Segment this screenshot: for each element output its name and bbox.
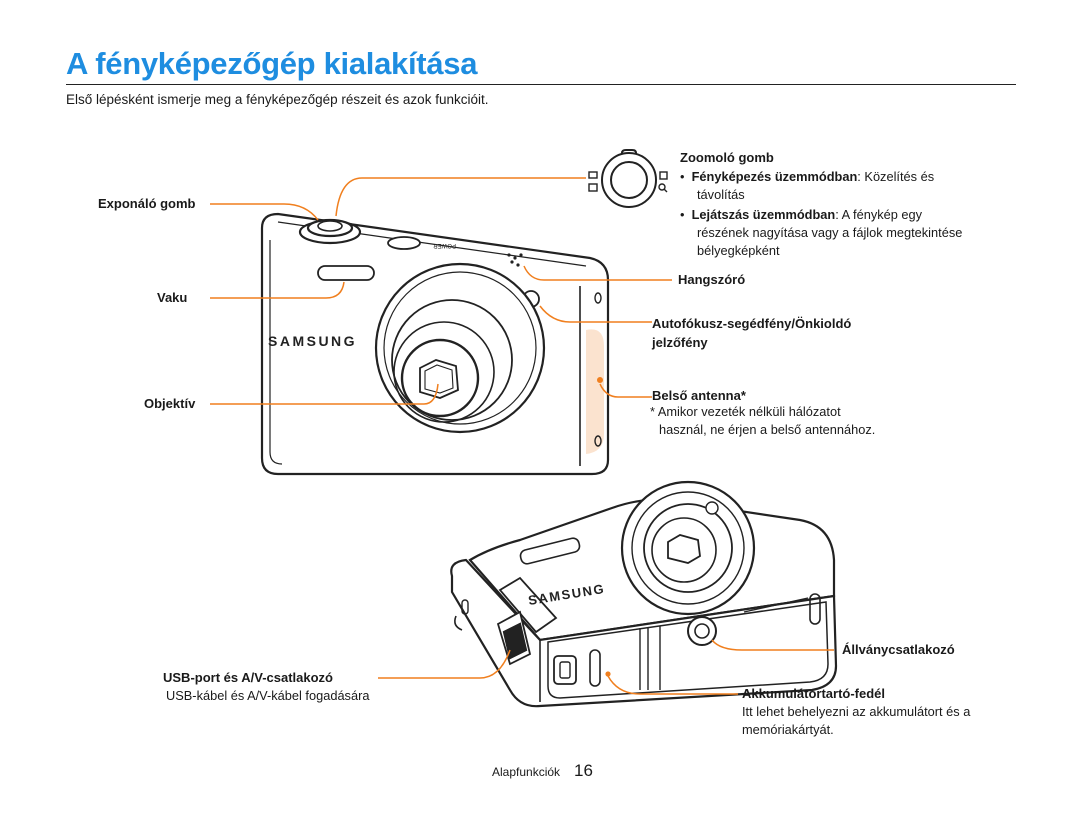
battery-desc-line1: Itt lehet behelyezni az akkumulátort és … [742,704,971,719]
antenna-area [586,329,604,454]
tripod-label: Állványcsatlakozó [842,642,955,657]
page-title: A fényképezőgép kialakítása [66,46,478,81]
af-lamp-label-line1: Autofókusz-segédfény/Önkioldó [652,316,852,331]
zoom-bullet-photo-text: : Közelítés és [857,169,935,184]
zoom-bullet-photo: • Fényképezés üzemmódban: Közelítés és [680,168,980,186]
zoom-bullet-play: • Lejátszás üzemmódban: A fénykép egy [680,206,980,224]
front-camera-illustration [260,212,610,476]
speaker-leader [523,265,672,281]
intro-text: Első lépésként ismerje meg a fényképezőg… [66,92,489,107]
zoom-bullet-play-cont1: részének nagyítása vagy a fájlok megteki… [697,225,963,240]
tripod-leader [711,639,834,651]
speaker-label: Hangszóró [678,272,746,287]
battery-label: Akkumulátortartó-fedél [742,686,886,701]
battery-leader [607,675,738,695]
antenna-note-line2: használ, ne érjen a belső antennához. [659,422,876,437]
front-brand-text: SAMSUNG [268,333,357,349]
zoom-bullet-play-text: : A fénykép egy [835,207,923,222]
usb-label: USB-port és A/V-csatlakozó [163,670,334,685]
antenna-note-line1: * Amikor vezeték nélküli hálózatot [650,404,841,419]
power-label-text: POWER [433,242,456,248]
antenna-label: Belső antenna* [652,388,746,403]
flash-leader [210,281,345,299]
antenna-leader [599,383,652,398]
usb-leader [378,649,511,679]
flash-label: Vaku [157,290,188,305]
leader-lines [210,177,834,695]
zoom-bullet-play-cont2: bélyegképként [697,243,780,258]
title-divider [66,84,1016,86]
shutter-leader [210,203,319,221]
zoom-lever-detail [588,149,668,208]
footer-page-number: 16 [574,761,593,780]
footer-section-label: Alapfunkciók [492,765,561,779]
leader-dots [597,377,611,677]
bullet-mark: • [680,207,692,222]
shutter-label: Exponáló gomb [98,196,196,211]
zoom-callout: Zoomoló gomb • Fényképezés üzemmódban: K… [680,150,980,260]
usb-desc: USB-kábel és A/V-kábel fogadására [166,688,370,703]
bullet-mark: • [680,169,692,184]
zoom-bullet-play-mode: Lejátszás üzemmódban [691,207,836,222]
zoom-label: Zoomoló gomb [680,150,774,165]
lens-leader [210,383,439,405]
af-lamp-label-line2: jelzőfény [652,335,708,350]
zoom-leader [335,177,586,217]
bottom-camera-illustration [450,480,838,708]
af-lamp-leader [539,305,652,323]
lens-label: Objektív [144,396,196,411]
zoom-bullet-photo-mode: Fényképezés üzemmódban [691,169,858,184]
zoom-bullet-photo-cont: távolítás [697,187,745,202]
battery-desc-line2: memóriakártyát. [742,722,834,737]
